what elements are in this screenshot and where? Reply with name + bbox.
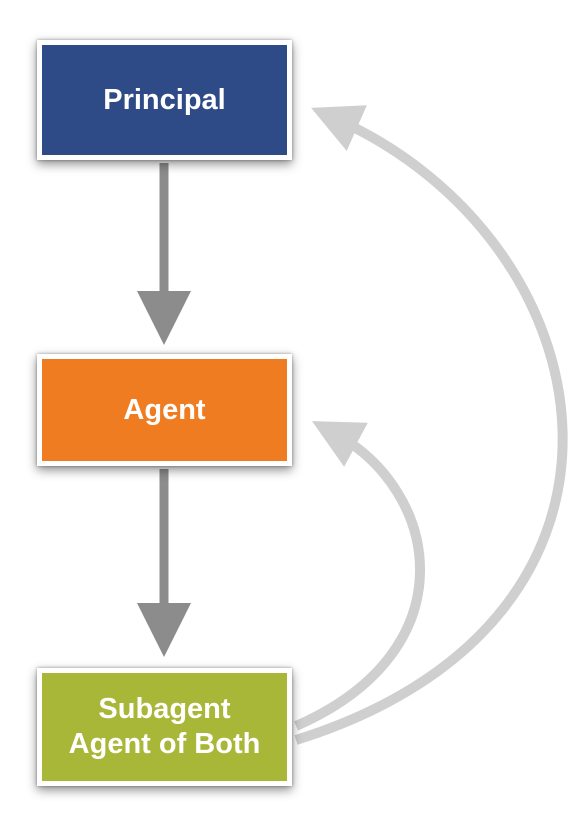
agent-box: Agent <box>37 354 292 466</box>
principal-box: Principal <box>37 40 292 160</box>
agent-of-both-label: Agent of Both <box>68 728 261 760</box>
principal-label: Principal <box>103 83 226 116</box>
subagent-label: Subagent <box>98 693 231 726</box>
arrow-subagent-to-principal <box>294 105 568 745</box>
subagent-box: Subagent Agent of Both <box>37 668 292 786</box>
agent-label: Agent <box>123 393 206 426</box>
arrow-subagent-to-agent <box>293 421 425 731</box>
